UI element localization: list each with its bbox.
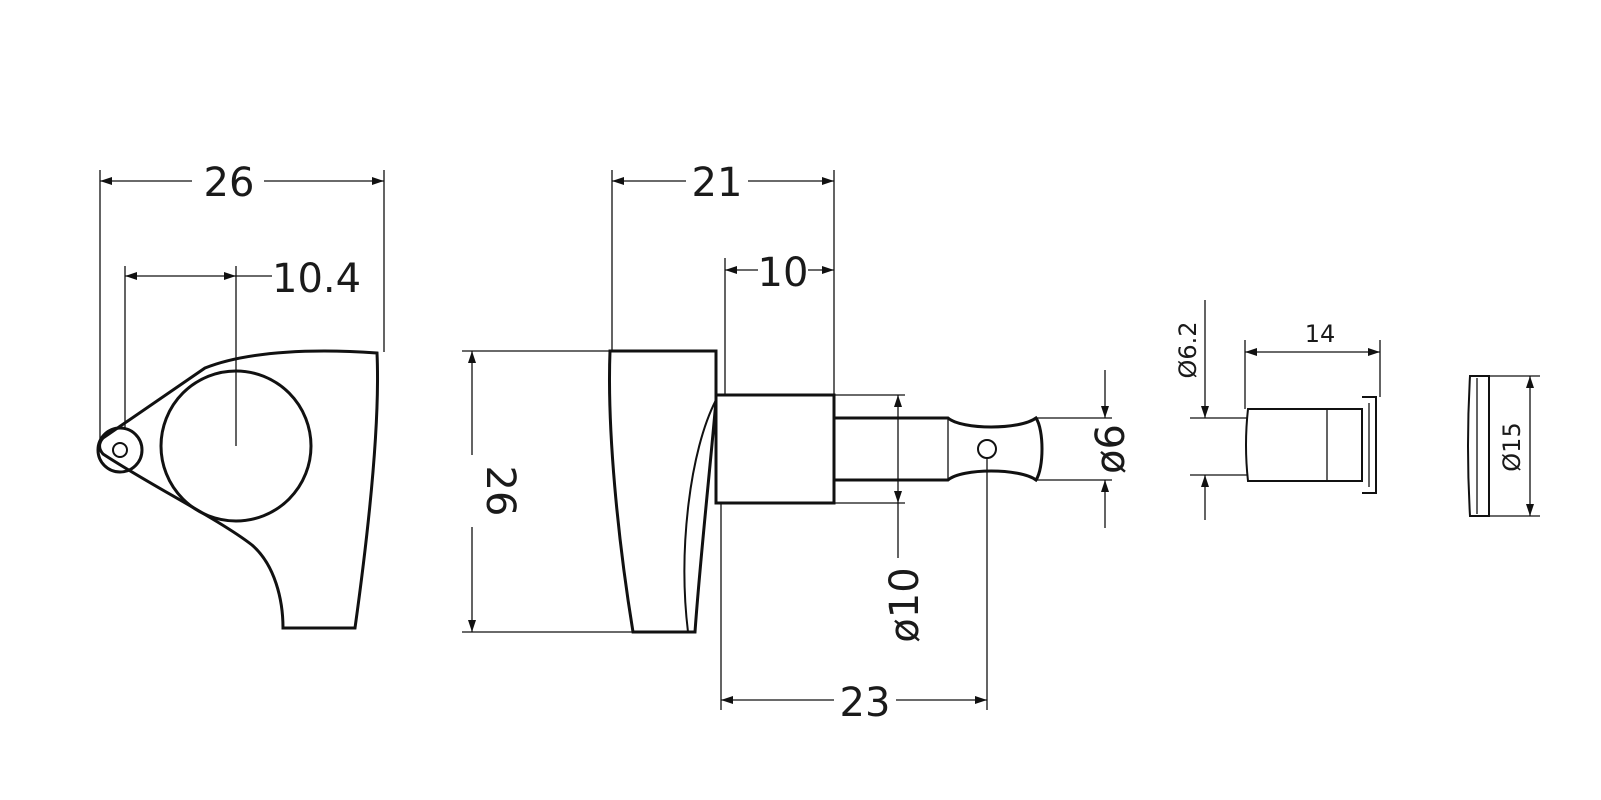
- post-dia-label: ø6: [1088, 424, 1134, 474]
- overall-label: 21: [692, 160, 743, 206]
- collar: [714, 393, 836, 505]
- bushing-len-label: 14: [1305, 320, 1336, 348]
- washer-body: [1467, 375, 1490, 517]
- bushing-dia-label: Ø6.2: [1174, 321, 1202, 378]
- bushing: Ø6.2 14: [1174, 300, 1381, 520]
- post-len-label: 23: [840, 680, 891, 726]
- button-outline: [98, 349, 380, 630]
- screw-hole-inner: [112, 442, 128, 458]
- screw-hole-outer: [96, 426, 144, 474]
- post-shaft: [834, 415, 1044, 483]
- front-view: 26 10.4: [96, 160, 385, 630]
- washer-dia-label: Ø15: [1498, 422, 1526, 471]
- housing-outline: [608, 349, 718, 634]
- bushing-flange: [1362, 396, 1377, 494]
- collar-dia-label: ø10: [882, 567, 928, 642]
- step-label: 10: [758, 250, 809, 296]
- washer: Ø15: [1467, 375, 1540, 517]
- string-hole: [977, 439, 997, 459]
- height-label: 26: [477, 466, 523, 517]
- front-width-label: 26: [204, 160, 255, 206]
- side-view: 21 10 26 ø10 ø6 23: [455, 160, 1134, 726]
- bushing-body: [1245, 408, 1363, 482]
- housing-inner-curve: [683, 399, 717, 633]
- offset-label: 10.4: [272, 256, 361, 302]
